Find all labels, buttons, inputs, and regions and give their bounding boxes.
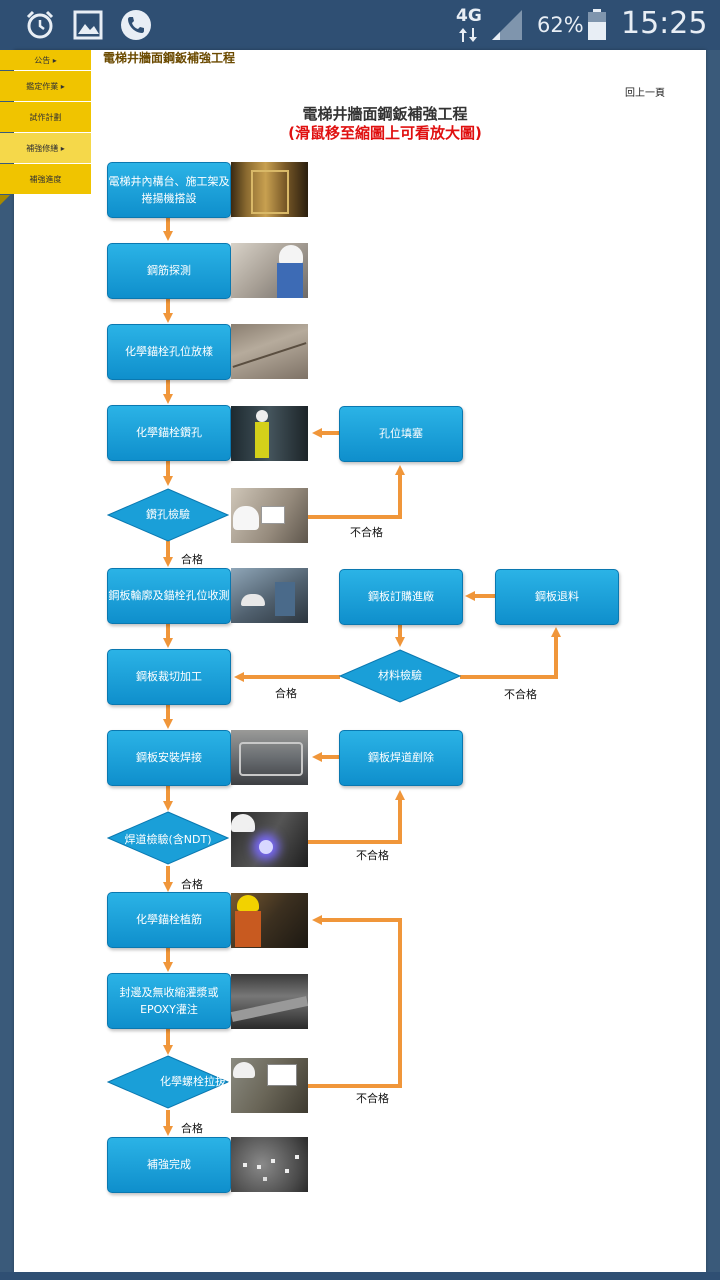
thumbnail-image[interactable]	[231, 488, 308, 543]
flow-step-plate-survey: 鋼板輪廓及錨栓孔位收測	[107, 568, 231, 624]
decision-label: 化學螺栓拉拔測試	[160, 1075, 248, 1089]
clock: 15:25	[621, 6, 708, 41]
phone-icon	[121, 10, 151, 40]
flow-side-plate-return: 鋼板退料	[495, 569, 619, 625]
thumbnail-image[interactable]	[231, 406, 308, 461]
flow-step-sealing-grouting: 封邊及無收縮灌漿或EPOXY灌注	[107, 973, 231, 1029]
flow-step-anchor-layout: 化學錨栓孔位放樣	[107, 324, 231, 380]
flow-side-hole-filling: 孔位填塞	[339, 406, 463, 462]
decision-label: 鑽孔檢驗	[146, 508, 190, 522]
alarm-icon	[26, 10, 54, 39]
flow-step-anchor-rebar: 化學錨栓植筋	[107, 892, 231, 948]
thumbnail-image[interactable]	[231, 1058, 308, 1113]
flow-side-weld-removal: 鋼板焊道剷除	[339, 730, 463, 786]
thumbnail-image[interactable]	[231, 324, 308, 379]
flow-step-complete: 補強完成	[107, 1137, 231, 1193]
sidebar-nav: 公告 ▸ 鑑定作業 ▸ 試作計劃 補強修繕 ▸ 補強進度	[0, 50, 91, 205]
flow-decision-material-check: 材料檢驗	[339, 649, 461, 703]
fail-label: 不合格	[350, 526, 383, 539]
sidebar-item-trial-plan[interactable]: 試作計劃	[0, 102, 91, 132]
page-title: 電梯井牆面鋼鈑補強工程	[302, 105, 468, 123]
status-bar: 4G 62% 15:25	[0, 0, 720, 50]
pass-label: 合格	[181, 553, 203, 566]
flow-step-plate-welding: 鋼板安裝焊接	[107, 730, 231, 786]
thumbnail-image[interactable]	[231, 568, 308, 623]
flow-decision-pullout-test: 化學螺栓拉拔測試	[107, 1055, 248, 1109]
back-link[interactable]: 回上一頁	[625, 88, 665, 99]
sidebar-item-announcement[interactable]: 公告 ▸	[0, 50, 91, 70]
fail-label: 不合格	[504, 688, 537, 701]
sidebar-item-progress[interactable]: 補強進度	[0, 164, 91, 194]
thumbnail-image[interactable]	[231, 243, 308, 298]
battery-icon	[588, 9, 606, 40]
flow-step-platform-setup: 電梯井內構台、施工架及捲揚機搭設	[107, 162, 231, 218]
bottom-edge	[0, 1272, 720, 1280]
pass-label: 合格	[275, 687, 297, 700]
sidebar-item-reinforcement[interactable]: 補強修繕 ▸	[0, 133, 91, 163]
thumbnail-image[interactable]	[231, 730, 308, 785]
thumbnail-image[interactable]	[231, 162, 308, 217]
flow-side-plate-order: 鋼板訂購進廠	[339, 569, 463, 625]
flow-step-plate-cutting: 鋼板裁切加工	[107, 649, 231, 705]
thumbnail-image[interactable]	[231, 893, 308, 948]
breadcrumb: 電梯井牆面鋼鈑補強工程	[103, 51, 236, 65]
thumbnail-image[interactable]	[231, 812, 308, 867]
flow-step-rebar-detection: 鋼筋探測	[107, 243, 231, 299]
flow-decision-drill-check: 鑽孔檢驗	[107, 488, 229, 542]
decision-label: 焊道檢驗(含NDT)	[124, 833, 212, 847]
network-type: 4G	[456, 6, 482, 26]
thumbnail-image[interactable]	[231, 974, 308, 1029]
pass-label: 合格	[181, 1122, 203, 1135]
fail-label: 不合格	[356, 1092, 389, 1105]
page-subtitle: (滑鼠移至縮圖上可看放大圖)	[288, 124, 482, 142]
signal-icon	[492, 10, 522, 40]
thumbnail-image[interactable]	[231, 1137, 308, 1192]
data-arrows-icon	[459, 28, 477, 42]
flow-step-anchor-drilling: 化學錨栓鑽孔	[107, 405, 231, 461]
battery-percent: 62%	[537, 13, 584, 37]
gallery-icon	[73, 10, 103, 40]
sidebar-fold	[0, 195, 10, 205]
fail-label: 不合格	[356, 849, 389, 862]
sidebar-item-appraisal[interactable]: 鑑定作業 ▸	[0, 71, 91, 101]
flow-decision-weld-check: 焊道檢驗(含NDT)	[107, 811, 229, 865]
decision-label: 材料檢驗	[378, 669, 422, 683]
pass-label: 合格	[181, 878, 203, 891]
